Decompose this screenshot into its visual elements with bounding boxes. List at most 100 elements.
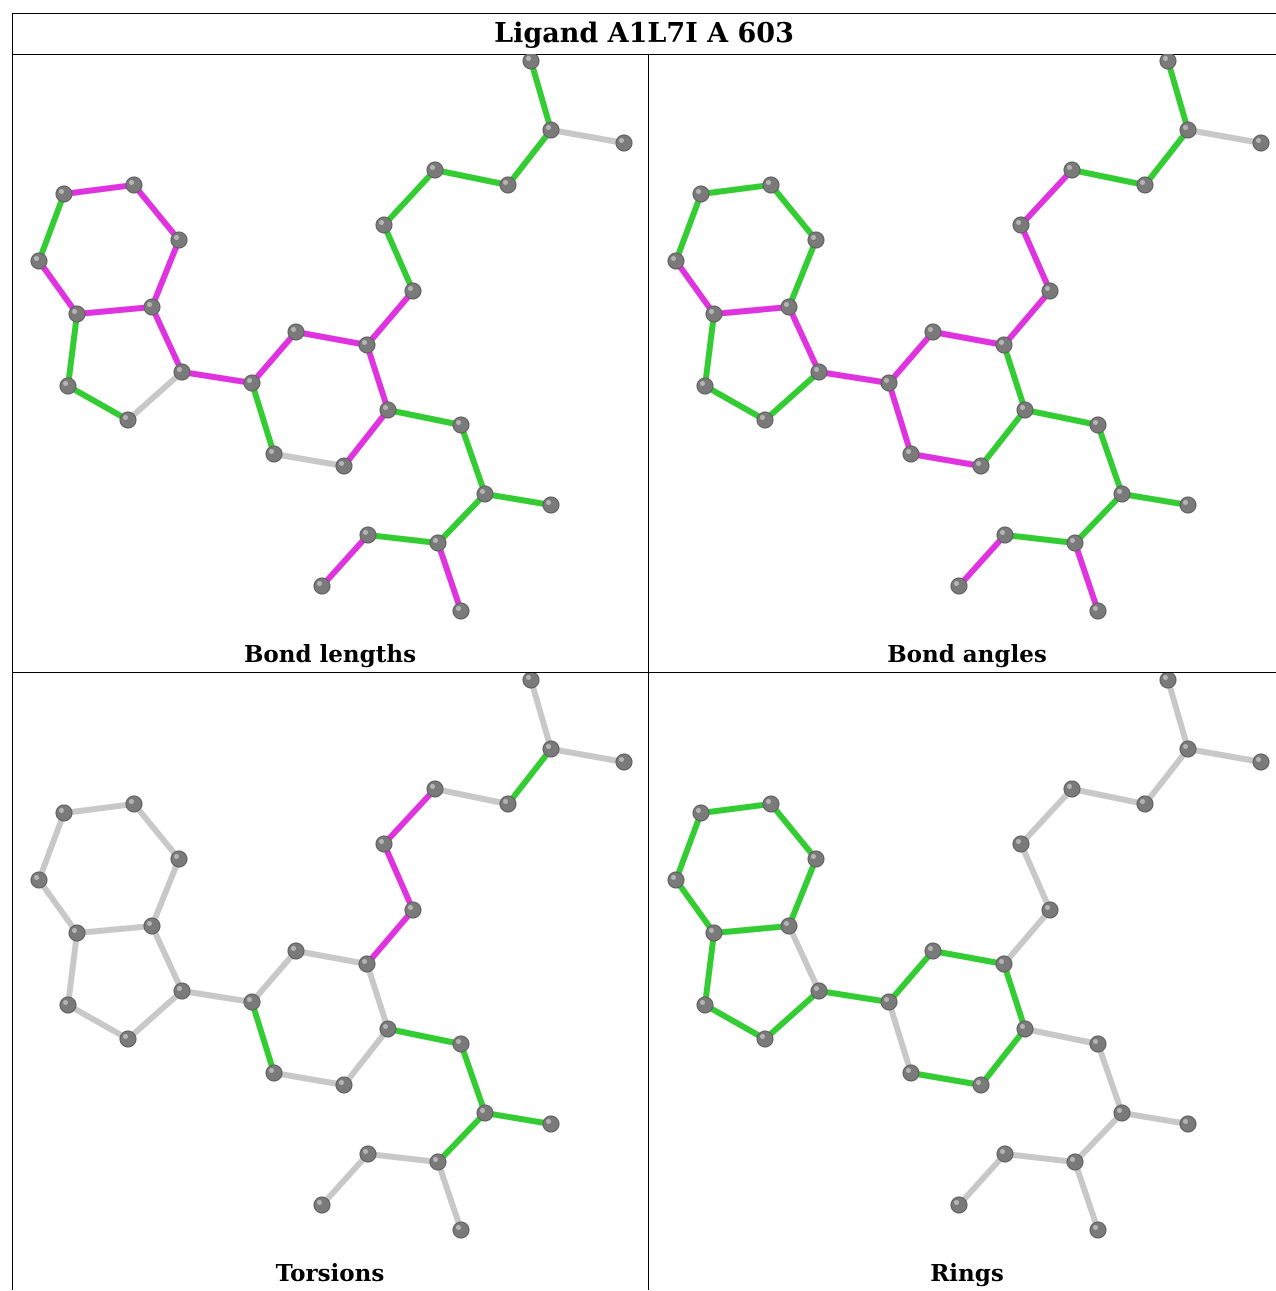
panel-bond-lengths: Bond lengths (12, 54, 648, 672)
atom-highlight-22 (1045, 286, 1050, 291)
atom-highlight-7 (123, 415, 128, 420)
bond-5-0 (36, 810, 67, 883)
bond-19-20 (956, 1151, 1008, 1208)
bond-12-13 (341, 1026, 391, 1088)
atom-5 (667, 252, 685, 270)
atom-highlight-24 (1067, 784, 1072, 789)
divider-row (12, 672, 1276, 673)
atom-highlight-24 (430, 165, 435, 170)
bond-18-19 (365, 1151, 441, 1165)
atom-highlight-6 (63, 381, 68, 386)
atom-highlight-14 (906, 1068, 911, 1073)
atom-22 (1041, 901, 1059, 919)
bond-11-12 (364, 342, 391, 413)
atom-18 (429, 1153, 447, 1171)
bond-3-4 (74, 923, 155, 936)
atom-0 (55, 185, 73, 203)
atom-21 (452, 1221, 470, 1239)
atom-3 (780, 298, 798, 316)
bond-13-14 (271, 451, 347, 469)
atom-highlight-21 (456, 606, 461, 611)
atom-23 (1012, 216, 1030, 234)
bond-23-24 (1018, 167, 1075, 228)
atom-12 (379, 401, 397, 419)
atom-10 (924, 942, 942, 960)
bond-16-18 (435, 1110, 488, 1165)
atom-highlight-6 (63, 1000, 68, 1005)
atom-23 (375, 216, 393, 234)
atom-highlight-6 (700, 1000, 705, 1005)
bond-16-18 (1072, 1110, 1125, 1165)
bond-15-16 (1095, 1041, 1125, 1116)
atom-28 (1252, 753, 1270, 771)
atom-0 (692, 185, 710, 203)
atom-highlight-1 (129, 799, 134, 804)
bond-26-27 (528, 58, 554, 133)
atom-28 (615, 753, 633, 771)
atom-13 (335, 457, 353, 475)
bond-11-12 (1001, 342, 1028, 413)
bond-12-15 (385, 1026, 464, 1047)
atom-highlight-17 (1183, 1119, 1188, 1124)
bond-25-26 (1142, 746, 1191, 807)
bond-26-28 (548, 127, 627, 146)
atom-15 (452, 416, 470, 434)
atom-20 (313, 1196, 331, 1214)
atom-17 (542, 1115, 560, 1133)
atom-highlight-2 (811, 235, 816, 240)
atom-15 (1089, 1035, 1107, 1053)
atom-18 (1066, 534, 1084, 552)
atom-14 (902, 445, 920, 463)
atom-highlight-2 (174, 854, 179, 859)
bond-2-3 (786, 237, 819, 310)
bond-4-5 (673, 877, 717, 936)
bond-15-16 (458, 422, 488, 497)
border-left (12, 13, 13, 1290)
bond-5-0 (673, 191, 704, 264)
atom-11 (995, 955, 1013, 973)
bond-26-28 (1185, 746, 1264, 765)
atom-highlight-27 (1163, 56, 1168, 61)
atom-highlight-17 (1183, 500, 1188, 505)
atom-20 (950, 1196, 968, 1214)
bond-0-1 (61, 182, 137, 197)
bond-6-7 (702, 1002, 768, 1042)
atom-highlight-19 (1000, 1149, 1005, 1154)
atom-1 (125, 795, 143, 813)
atom-highlight-0 (59, 189, 64, 194)
bond-8-9 (816, 988, 892, 1005)
atom-4 (68, 305, 86, 323)
bond-12-15 (385, 407, 464, 428)
atom-21 (452, 602, 470, 620)
atom-highlight-8 (814, 986, 819, 991)
bond-7-8 (762, 369, 822, 423)
bond-19-20 (319, 1151, 371, 1208)
atom-13 (335, 1076, 353, 1094)
bond-2-3 (149, 237, 182, 310)
bond-3-4 (711, 304, 792, 317)
atom-highlight-1 (766, 799, 771, 804)
atom-highlight-3 (147, 302, 152, 307)
molecule-bond-lengths (30, 54, 633, 620)
atom-highlight-2 (174, 235, 179, 240)
atom-highlight-9 (884, 378, 889, 383)
atom-highlight-28 (1256, 757, 1261, 762)
atom-8 (810, 982, 828, 1000)
bond-8-9 (816, 369, 892, 386)
atom-highlight-26 (1183, 744, 1188, 749)
atom-highlight-14 (906, 449, 911, 454)
atom-highlight-27 (526, 675, 531, 680)
atom-highlight-20 (317, 1200, 322, 1205)
atom-highlight-17 (546, 500, 551, 505)
atom-highlight-9 (247, 997, 252, 1002)
bond-18-21 (1072, 540, 1101, 614)
bond-4-5 (36, 258, 80, 317)
atom-3 (780, 917, 798, 935)
atom-highlight-10 (291, 946, 296, 951)
bond-4-6 (702, 930, 717, 1008)
atom-highlight-0 (696, 189, 701, 194)
bond-1-2 (768, 182, 819, 243)
atom-6 (696, 377, 714, 395)
bond-16-17 (1119, 1110, 1191, 1127)
atom-4 (68, 924, 86, 942)
